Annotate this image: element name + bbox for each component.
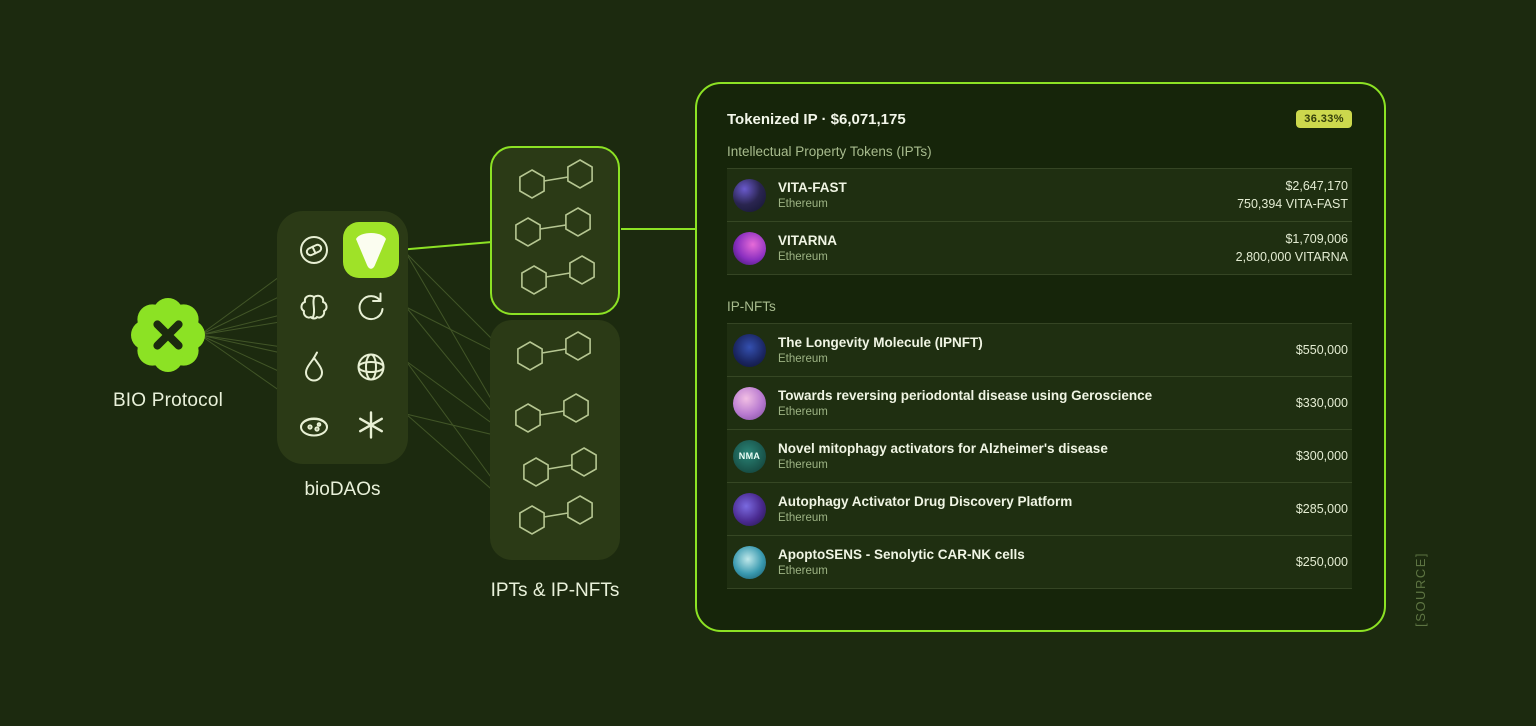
vitarna-avatar [733, 231, 766, 265]
ipnft-panel [490, 320, 620, 560]
nft-chain: Ethereum [778, 512, 828, 524]
nft-name: ApoptoSENS - Senolytic CAR-NK cells [778, 547, 1025, 562]
list-item[interactable]: VITARNA Ethereum $1,709,006 2,800,000 VI… [727, 221, 1352, 274]
nft-value: $550,000 [1295, 342, 1348, 357]
ipt-rows: VITA-FAST Ethereum $2,647,170 750,394 VI… [727, 168, 1352, 275]
nma-avatar: NMA [733, 439, 766, 473]
ipts-ipnfts-label: IPTs & IP-NFTs [490, 580, 620, 601]
token-amount: 750,394 VITA-FAST [1237, 197, 1348, 211]
autophagy-avatar [733, 492, 766, 526]
list-item[interactable]: The Longevity Molecule (IPNFT) Ethereum … [727, 324, 1352, 376]
nft-value: $300,000 [1295, 448, 1348, 463]
asterisk-icon [352, 406, 390, 444]
list-item[interactable]: Autophagy Activator Drug Discovery Platf… [727, 482, 1352, 535]
nft-name: The Longevity Molecule (IPNFT) [778, 335, 983, 350]
token-chain: Ethereum [778, 251, 828, 263]
cycle-icon [352, 289, 390, 327]
biodaos-label: bioDAOs [304, 479, 381, 500]
token-values: $2,647,170 750,394 VITA-FAST [1237, 177, 1352, 213]
list-item[interactable]: VITA-FAST Ethereum $2,647,170 750,394 VI… [727, 169, 1352, 221]
bio-protocol-label: BIO Protocol [112, 390, 224, 411]
nft-value: $285,000 [1295, 501, 1348, 516]
nft-rows: The Longevity Molecule (IPNFT) Ethereum … [727, 323, 1352, 589]
petri-dish-icon [295, 406, 333, 444]
token-usd-value: $2,647,170 [1285, 178, 1348, 193]
nft-chain: Ethereum [778, 353, 828, 365]
nft-chain: Ethereum [778, 459, 828, 471]
row-main: Towards reversing periodontal disease us… [778, 388, 1296, 418]
bio-protocol-node: BIO Protocol [98, 295, 238, 412]
ipt-panel-selected[interactable] [490, 146, 620, 315]
molecule-cluster-icon [515, 331, 597, 535]
periodontal-avatar [733, 386, 766, 420]
tokenized-ip-card: Tokenized IP · $6,071,175 36.33% Intelle… [695, 82, 1386, 632]
token-usd-value: $1,709,006 [1285, 231, 1348, 246]
token-chain: Ethereum [778, 198, 828, 210]
row-main: ApoptoSENS - Senolytic CAR-NK cells Ethe… [778, 547, 1296, 577]
token-amount: 2,800,000 VITARNA [1235, 250, 1348, 264]
card-header: Tokenized IP · $6,071,175 36.33% [727, 110, 1352, 128]
bio-protocol-logo-icon [131, 298, 205, 372]
nft-chain: Ethereum [778, 406, 828, 418]
molecule-cluster-icon [515, 159, 595, 295]
nft-value: $250,000 [1295, 554, 1348, 569]
row-main: Autophagy Activator Drug Discovery Platf… [778, 494, 1296, 524]
list-item[interactable]: ApoptoSENS - Senolytic CAR-NK cells Ethe… [727, 535, 1352, 588]
row-main: Novel mitophagy activators for Alzheimer… [778, 441, 1296, 471]
nft-value: $330,000 [1295, 395, 1348, 410]
row-main: VITA-FAST Ethereum [778, 180, 1237, 210]
vita-fast-avatar [733, 178, 766, 212]
vitadao-icon [356, 233, 387, 269]
row-main: The Longevity Molecule (IPNFT) Ethereum [778, 335, 1296, 365]
percentage-badge: 36.33% [1296, 110, 1352, 128]
biodaos-panel [277, 211, 408, 464]
nft-name: Towards reversing periodontal disease us… [778, 388, 1153, 403]
nft-chain: Ethereum [778, 565, 828, 577]
source-link[interactable]: [SOURCE] [1413, 552, 1428, 627]
sphere-mesh-icon [352, 348, 390, 386]
list-item[interactable]: NMA Novel mitophagy activators for Alzhe… [727, 429, 1352, 482]
token-name: VITARNA [778, 233, 837, 248]
nft-name: Autophagy Activator Drug Discovery Platf… [778, 494, 1073, 509]
nft-section-label: IP-NFTs [727, 299, 776, 314]
card-title: Tokenized IP · $6,071,175 [727, 110, 906, 128]
token-values: $1,709,006 2,800,000 VITARNA [1236, 230, 1352, 266]
ipt-section-label: Intellectual Property Tokens (IPTs) [727, 144, 932, 159]
vitadao-tile[interactable] [345, 224, 398, 277]
apoptosens-avatar [733, 545, 766, 579]
token-name: VITA-FAST [778, 180, 847, 195]
list-item[interactable]: Towards reversing periodontal disease us… [727, 376, 1352, 429]
capsule-molecule-icon [295, 231, 333, 269]
nft-name: Novel mitophagy activators for Alzheimer… [778, 441, 1108, 456]
longevity-molecule-avatar [733, 333, 766, 367]
droplet-icon [295, 348, 333, 386]
brain-icon [295, 289, 333, 327]
row-main: VITARNA Ethereum [778, 233, 1236, 263]
